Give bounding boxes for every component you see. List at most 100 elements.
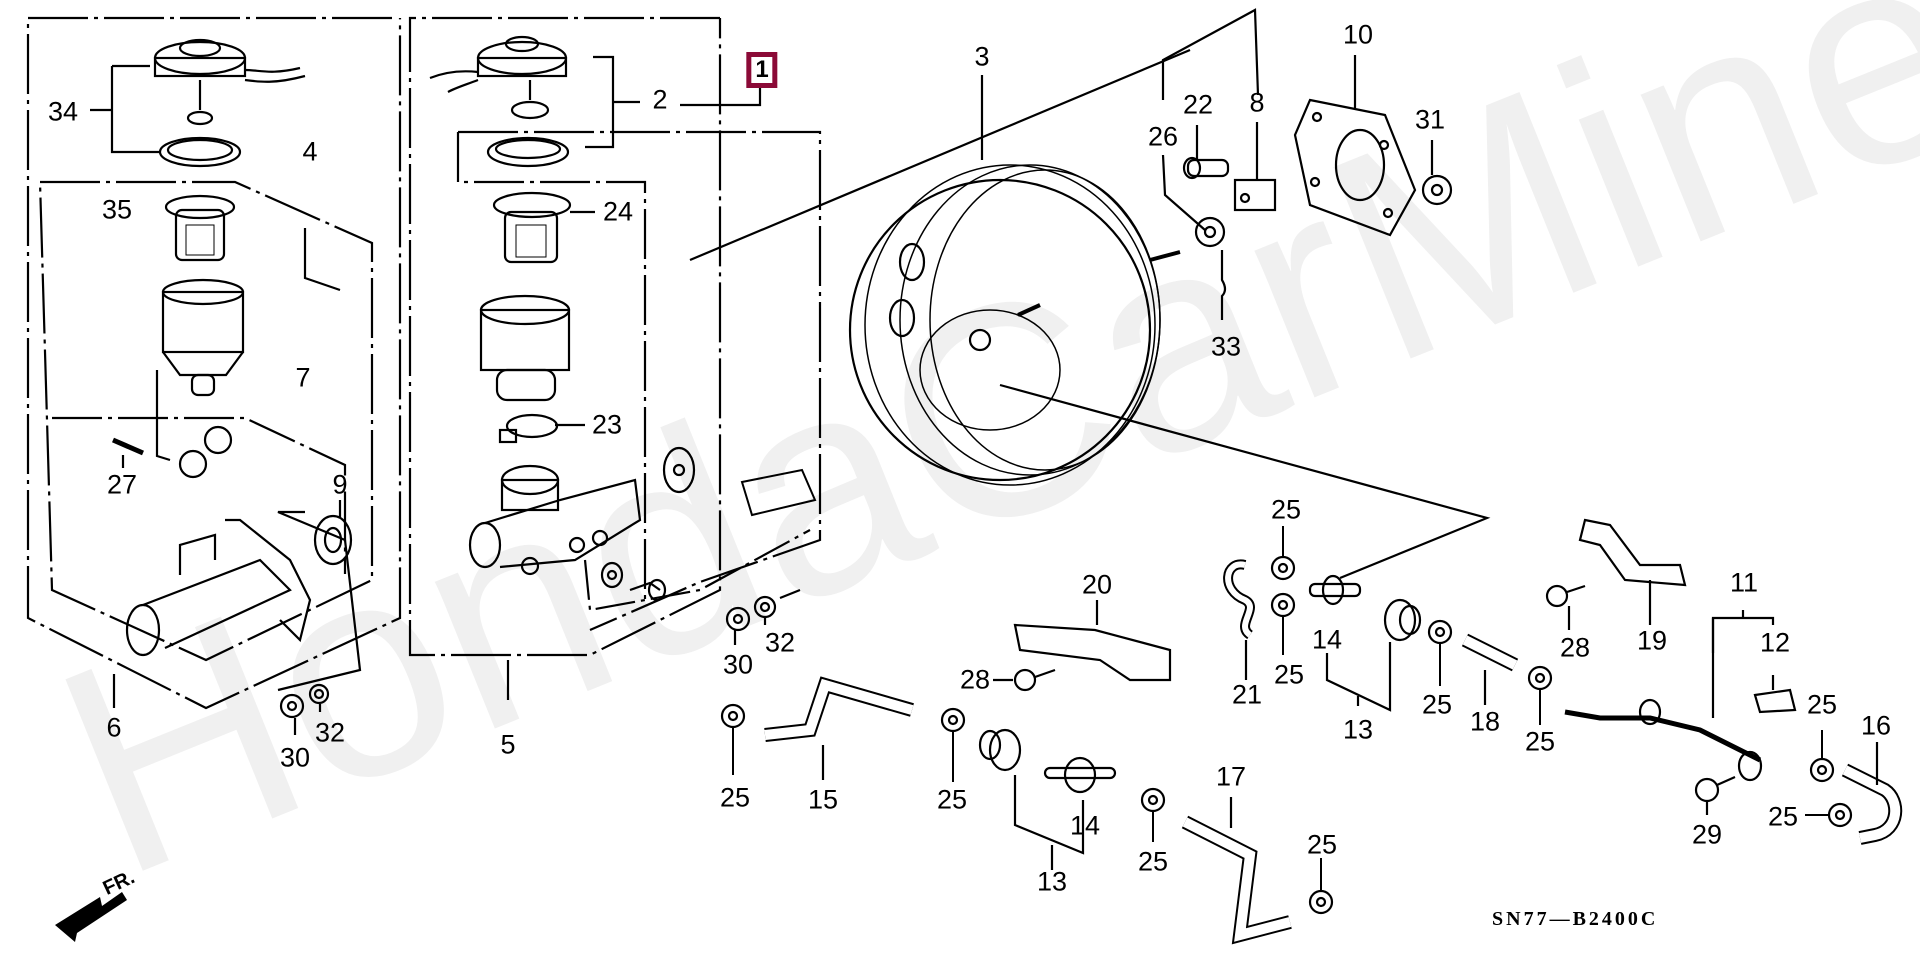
callout-2[interactable]: 2 [652, 84, 668, 115]
callout-13-lower[interactable]: 13 [1036, 866, 1068, 897]
grommet[interactable] [178, 449, 208, 479]
reservoir-body-left[interactable] [161, 278, 245, 397]
part-25-clamp[interactable] [1809, 757, 1835, 783]
part-10-gasket[interactable] [1293, 98, 1417, 237]
part-25-clamp[interactable] [1140, 787, 1166, 813]
part-15-hose[interactable] [764, 676, 914, 742]
part-25-clamp[interactable] [1308, 889, 1334, 915]
part-25-clamp[interactable] [1427, 619, 1453, 645]
part-31-nut[interactable] [1421, 174, 1453, 206]
callout-30-left[interactable]: 30 [279, 742, 311, 773]
part-2-seal[interactable] [486, 136, 570, 168]
bolt-mid[interactable] [629, 578, 667, 602]
part-14-check-valve[interactable] [1308, 574, 1362, 606]
callout-25[interactable]: 25 [936, 784, 968, 815]
callout-12[interactable]: 12 [1759, 627, 1791, 658]
callout-1-highlighted[interactable]: 1 [746, 52, 778, 88]
callout-25[interactable]: 25 [1421, 689, 1453, 720]
grommet[interactable] [203, 425, 233, 455]
part-14-check-valve-lower[interactable] [1043, 756, 1117, 794]
part-30-nut-left[interactable] [279, 693, 305, 719]
part-28-bolt-left[interactable] [1013, 668, 1056, 692]
part-17-hose[interactable] [1181, 815, 1292, 945]
part-32-washer-mid[interactable] [753, 595, 777, 619]
callout-15[interactable]: 15 [807, 784, 839, 815]
callout-23[interactable]: 23 [591, 409, 623, 440]
part-25-clamp[interactable] [720, 703, 746, 729]
part-33-clip[interactable] [1220, 250, 1227, 320]
part-9-seal[interactable] [313, 514, 353, 566]
part-18-hose[interactable] [1461, 633, 1519, 672]
callout-25[interactable]: 25 [1137, 846, 1169, 877]
part-22-pin[interactable] [1182, 156, 1230, 180]
callout-6[interactable]: 6 [106, 712, 122, 743]
callout-32-left[interactable]: 32 [314, 717, 346, 748]
part-25-clamp[interactable] [1270, 555, 1296, 581]
reservoir-body-mid[interactable] [479, 294, 571, 402]
callout-28-left[interactable]: 28 [959, 664, 991, 695]
part-19-bracket[interactable] [1578, 518, 1687, 587]
callout-20[interactable]: 20 [1081, 569, 1113, 600]
part-13-grommet-lower[interactable] [978, 728, 1022, 772]
part-2-cap[interactable] [429, 35, 568, 120]
part-12-clip[interactable] [1753, 688, 1797, 714]
part-34-cap[interactable] [153, 38, 306, 126]
callout-8[interactable]: 8 [1249, 87, 1265, 118]
part-20-bracket[interactable] [1013, 623, 1172, 682]
callout-28-right[interactable]: 28 [1559, 632, 1591, 663]
callout-25[interactable]: 25 [1306, 829, 1338, 860]
part-34-seal[interactable] [158, 136, 242, 168]
callout-25[interactable]: 25 [1767, 801, 1799, 832]
washer-mid[interactable] [600, 561, 624, 589]
part-30-nut-mid[interactable] [725, 606, 751, 632]
part-25-clamp[interactable] [940, 707, 966, 733]
part-6-master-cylinder[interactable] [125, 518, 312, 657]
part-21-hose[interactable] [1223, 559, 1255, 640]
callout-17[interactable]: 17 [1215, 761, 1247, 792]
part-3-brake-booster[interactable] [848, 164, 1181, 486]
part-27-pin[interactable] [112, 437, 144, 456]
part-25-clamp[interactable] [1527, 665, 1553, 691]
callout-21[interactable]: 21 [1231, 679, 1263, 710]
callout-13[interactable]: 13 [1342, 714, 1374, 745]
callout-26[interactable]: 26 [1147, 121, 1179, 152]
callout-5[interactable]: 5 [500, 729, 516, 760]
callout-25[interactable]: 25 [1270, 494, 1302, 525]
callout-7[interactable]: 7 [295, 362, 311, 393]
part-25-clamp[interactable] [1827, 802, 1853, 828]
callout-4[interactable]: 4 [302, 136, 318, 167]
callout-34[interactable]: 34 [47, 96, 79, 127]
callout-16[interactable]: 16 [1860, 710, 1892, 741]
part-23-clamp[interactable] [498, 413, 559, 444]
callout-3[interactable]: 3 [974, 41, 990, 72]
callout-11[interactable]: 11 [1729, 567, 1759, 598]
grommet-large[interactable] [662, 446, 696, 494]
callout-30-mid[interactable]: 30 [722, 649, 754, 680]
callout-32-mid[interactable]: 32 [764, 627, 796, 658]
grease-packet[interactable] [740, 468, 817, 517]
part-24-strainer[interactable] [492, 191, 572, 264]
callout-35[interactable]: 35 [101, 194, 133, 225]
callout-9[interactable]: 9 [332, 469, 348, 500]
part-25-clamp[interactable] [1270, 592, 1296, 618]
callout-33[interactable]: 33 [1210, 331, 1242, 362]
callout-19[interactable]: 19 [1636, 625, 1668, 656]
part-26-nut[interactable] [1194, 216, 1226, 248]
callout-24[interactable]: 24 [602, 196, 634, 227]
callout-10[interactable]: 10 [1342, 19, 1374, 50]
callout-25[interactable]: 25 [1806, 689, 1838, 720]
callout-29[interactable]: 29 [1691, 819, 1723, 850]
part-11-pipe[interactable] [1564, 698, 1763, 782]
callout-18[interactable]: 18 [1469, 706, 1501, 737]
callout-27[interactable]: 27 [106, 469, 138, 500]
part-32-washer-left[interactable] [308, 683, 330, 705]
part-29-bolt[interactable] [1694, 775, 1736, 803]
part-8-clevis[interactable] [1233, 178, 1277, 212]
part-28-bolt-right[interactable] [1545, 584, 1586, 608]
callout-14-lower[interactable]: 14 [1069, 810, 1101, 841]
callout-25[interactable]: 25 [1524, 726, 1556, 757]
part-5-master-cylinder[interactable] [468, 464, 642, 576]
part-13-grommet[interactable] [1383, 598, 1422, 642]
part-16-hose[interactable] [1841, 763, 1903, 845]
callout-25[interactable]: 25 [719, 782, 751, 813]
